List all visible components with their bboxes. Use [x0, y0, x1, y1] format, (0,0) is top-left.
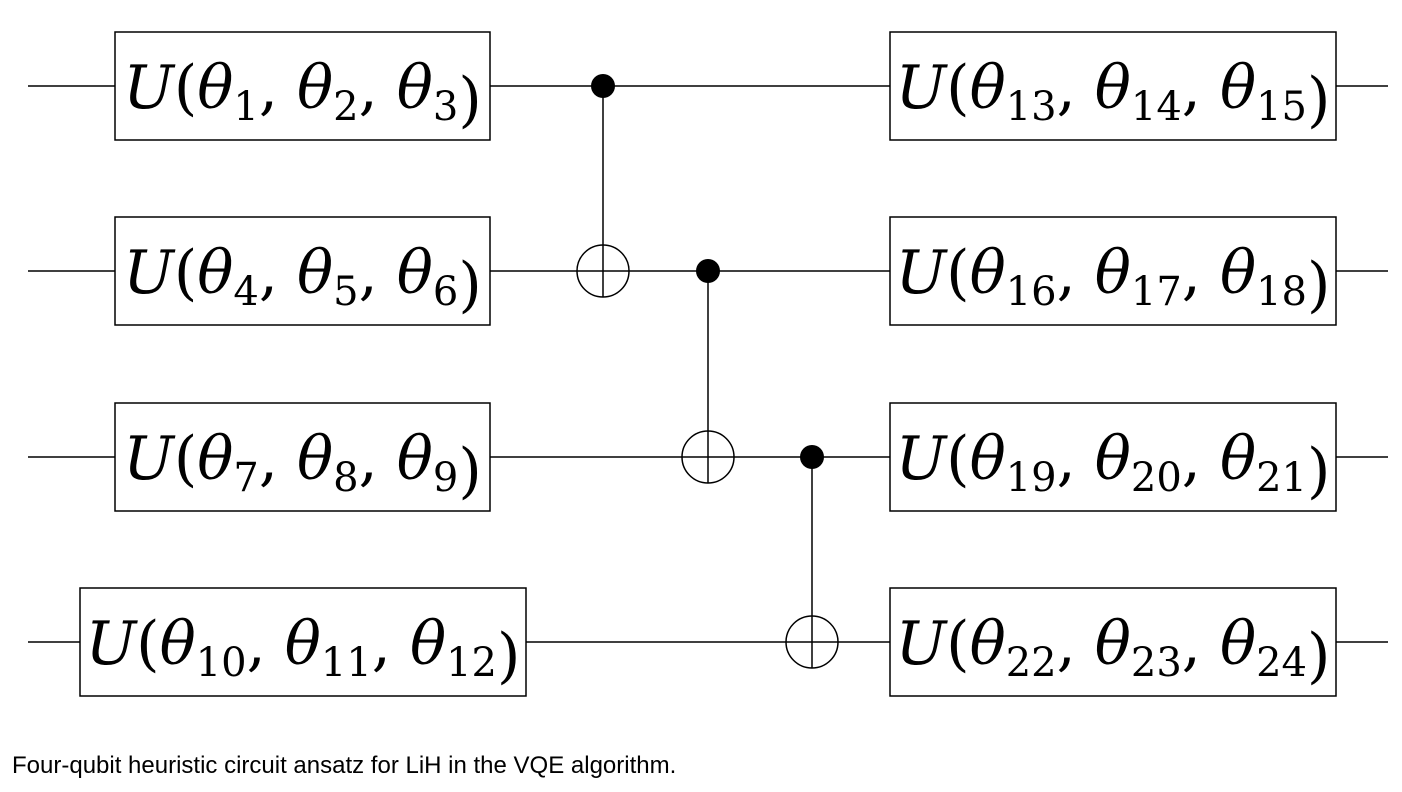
unitary-gate: U(θ13, θ14, θ15): [889, 31, 1337, 141]
cnot-control-dot: [800, 445, 824, 469]
unitary-gate: U(θ10, θ11, θ12): [79, 587, 527, 697]
gate-label: U(θ4, θ5, θ6): [123, 238, 481, 320]
unitary-gate: U(θ22, θ23, θ24): [889, 587, 1337, 697]
gate-box: [889, 216, 1337, 326]
gate-box: [889, 402, 1337, 512]
cnot-control-dot: [591, 74, 615, 98]
cnot-gate: [681, 259, 735, 484]
cnot-gate: [576, 74, 630, 298]
cnot-gate: [785, 445, 839, 669]
cnot-control-dot: [696, 259, 720, 283]
gate-box: [114, 402, 491, 512]
gate-label: U(θ22, θ23, θ24): [896, 609, 1331, 691]
unitary-gate: U(θ7, θ8, θ9): [114, 402, 491, 512]
unitary-gate: U(θ4, θ5, θ6): [114, 216, 491, 326]
unitary-gate: U(θ19, θ20, θ21): [889, 402, 1337, 512]
gate-label: U(θ7, θ8, θ9): [123, 424, 481, 506]
gate-label: U(θ10, θ11, θ12): [86, 609, 521, 691]
gate-label: U(θ16, θ17, θ18): [896, 238, 1331, 320]
quantum-circuit-diagram: U(θ1, θ2, θ3) U(θ4, θ5, θ6) U(θ7, θ8, θ9) U…: [28, 31, 1388, 697]
gate-box: [79, 587, 527, 697]
figure-caption: Four-qubit heuristic circuit ansatz for …: [12, 752, 677, 779]
gate-label: U(θ1, θ2, θ3): [123, 53, 481, 135]
gate-box: [114, 216, 491, 326]
unitary-gate: U(θ16, θ17, θ18): [889, 216, 1337, 326]
gate-box: [114, 31, 491, 141]
gate-label: U(θ19, θ20, θ21): [896, 424, 1331, 506]
gate-box: [889, 31, 1337, 141]
unitary-gate: U(θ1, θ2, θ3): [114, 31, 491, 141]
gate-label: U(θ13, θ14, θ15): [896, 53, 1331, 135]
gate-box: [889, 587, 1337, 697]
